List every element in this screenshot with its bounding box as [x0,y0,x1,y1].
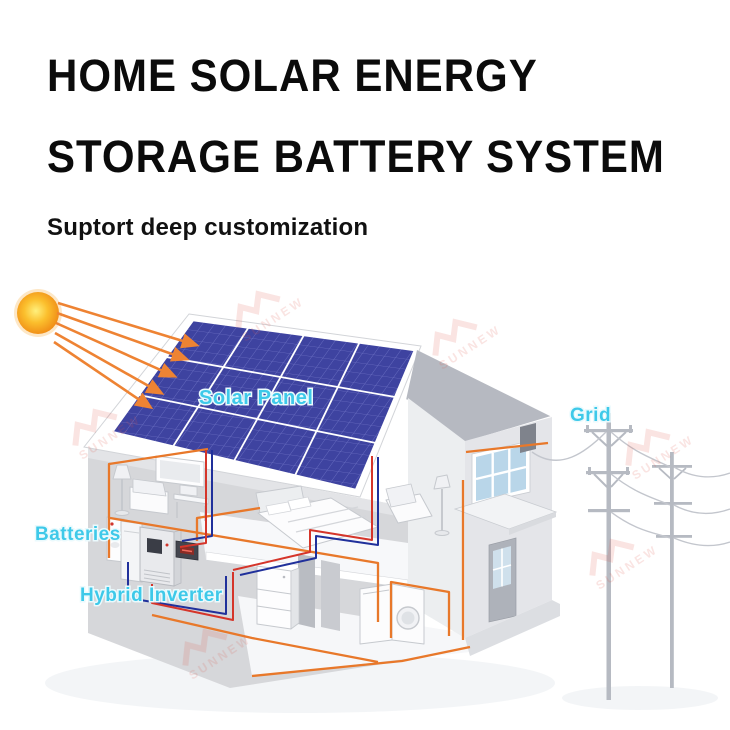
roof-right-plane [406,350,552,443]
watermark-text: SUNNEW [629,432,696,483]
floor-lamp-right [433,474,451,536]
floor-lamp-left [112,464,132,516]
page-title-line1: HOME SOLAR ENERGY [47,50,538,101]
solar-panel-cells [112,320,415,490]
hybrid-inverter-unit [139,526,182,587]
grid-wires [531,431,730,547]
label-hybrid-inverter: Hybrid Inverter [80,585,223,606]
solar-panel-module-dividers [138,327,396,476]
watermark: SUNNEW [432,318,504,373]
porch-base [465,600,560,656]
fridge [256,565,300,630]
watermark-text: SUNNEW [593,542,660,593]
watermark: SUNNEW [589,538,661,593]
furniture [112,455,451,645]
washing-machines [359,583,425,645]
awning [453,493,558,535]
desk [173,484,209,521]
bed-blanket-fold [287,506,367,533]
watermark-text: SUNNEW [436,322,503,373]
sun-disc [17,292,59,334]
sofa [129,478,169,515]
label-solar-panel: Solar Panel [199,387,313,409]
dryer [359,583,393,645]
wing-gable-wall [408,398,465,638]
printer [179,484,198,497]
house-ground-shadow [45,653,555,713]
window [471,440,531,506]
armchair [385,483,433,524]
interior-post-1 [298,554,315,628]
wiring-dc-blue [127,450,379,615]
label-grid: Grid [570,405,611,426]
door [488,537,517,623]
wiring-orange [107,441,549,678]
wiring-dc-red [151,450,373,621]
bed-pillow-1 [265,501,292,516]
poles-ground-shadow [562,686,718,710]
battery-2 [120,520,143,583]
door-window-mullions [492,548,512,587]
bed-pillow-2 [287,496,312,511]
sun [14,289,62,337]
page-title-line2: STORAGE BATTERY SYSTEM [47,131,665,182]
page-subtitle: Suptort deep customization [47,214,369,241]
tv [155,455,205,488]
window-mullions [475,449,527,497]
solar-panel [109,318,417,492]
sun-rays [53,301,200,410]
bed [255,485,379,549]
interior-post-2 [321,560,340,631]
label-batteries: Batteries [35,524,121,545]
inverter-screen [147,538,162,554]
meter-box [520,423,536,453]
diagram-labels: Solar Panel Grid Batteries Hybrid Invert… [34,386,613,608]
utility-pole-2 [652,452,692,688]
